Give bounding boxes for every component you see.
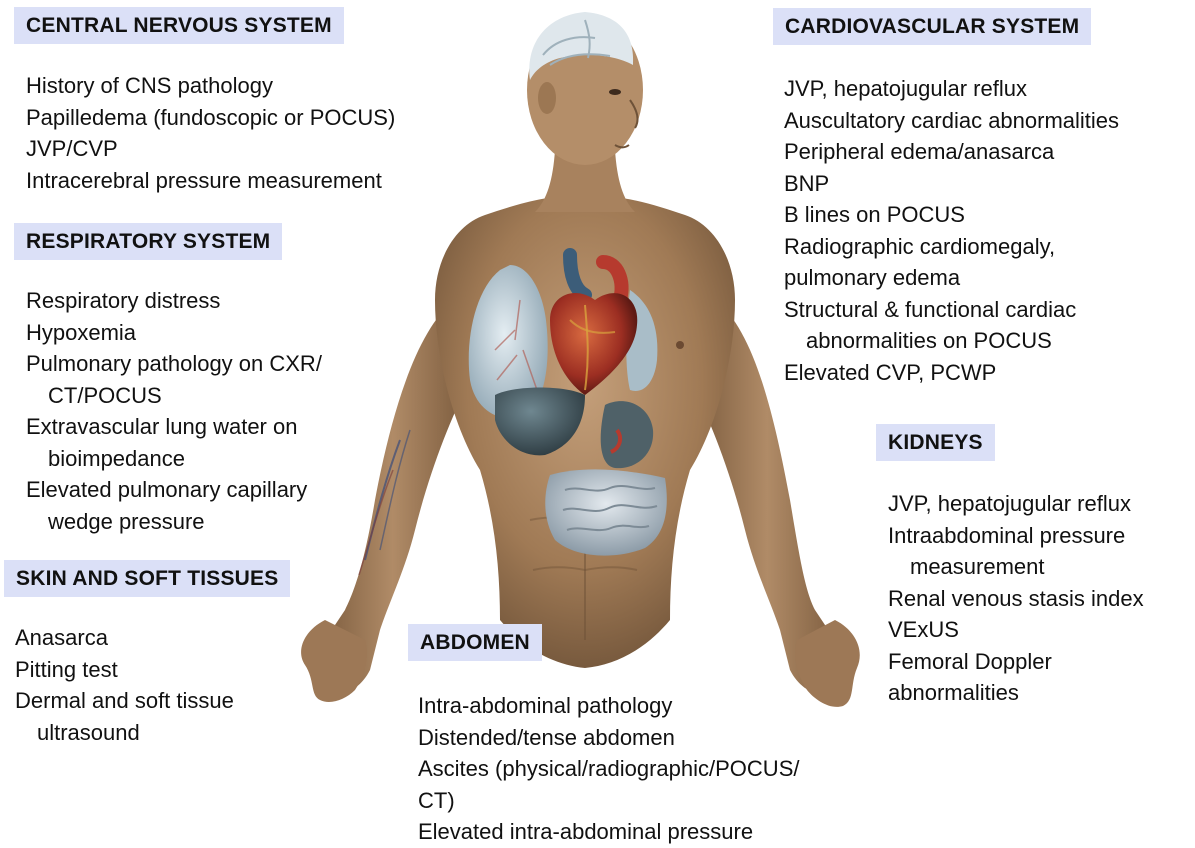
- list-item: Ascites (physical/radiographic/POCUS/: [418, 753, 799, 785]
- list-item: Intraabdominal pressure: [888, 520, 1144, 552]
- list-item: JVP/CVP: [26, 133, 395, 165]
- list-item: Hypoxemia: [26, 317, 322, 349]
- list-item: bioimpedance: [26, 443, 322, 475]
- list-item: abnormalities: [888, 677, 1144, 709]
- list-item: ultrasound: [15, 717, 234, 749]
- list-item: B lines on POCUS: [784, 199, 1119, 231]
- list-item: measurement: [888, 551, 1144, 583]
- abdomen-header: ABDOMEN: [408, 624, 542, 661]
- list-item: Distended/tense abdomen: [418, 722, 799, 754]
- list-item: Intra-abdominal pathology: [418, 690, 799, 722]
- list-item: Elevated CVP, PCWP: [784, 357, 1119, 389]
- list-item: Renal venous stasis index: [888, 583, 1144, 615]
- respiratory-list: Respiratory distress Hypoxemia Pulmonary…: [26, 285, 322, 537]
- respiratory-header: RESPIRATORY SYSTEM: [14, 223, 282, 260]
- list-item: Pulmonary pathology on CXR/: [26, 348, 322, 380]
- list-item: VExUS: [888, 614, 1144, 646]
- cns-list: History of CNS pathology Papilledema (fu…: [26, 70, 395, 196]
- list-item: CT): [418, 785, 799, 817]
- list-item: Elevated pulmonary capillary: [26, 474, 322, 506]
- list-item: Auscultatory cardiac abnormalities: [784, 105, 1119, 137]
- list-item: Anasarca: [15, 622, 234, 654]
- list-item: Elevated intra-abdominal pressure: [418, 816, 799, 848]
- list-item: Respiratory distress: [26, 285, 322, 317]
- skin-header: SKIN AND SOFT TISSUES: [4, 560, 290, 597]
- list-item: Pitting test: [15, 654, 234, 686]
- list-item: Papilledema (fundoscopic or POCUS): [26, 102, 395, 134]
- skin-list: Anasarca Pitting test Dermal and soft ti…: [15, 622, 234, 748]
- list-item: Extravascular lung water on: [26, 411, 322, 443]
- cardiovascular-header: CARDIOVASCULAR SYSTEM: [773, 8, 1091, 45]
- list-item: JVP, hepatojugular reflux: [888, 488, 1144, 520]
- list-item: BNP: [784, 168, 1119, 200]
- list-item: abnormalities on POCUS: [784, 325, 1119, 357]
- list-item: Intracerebral pressure measurement: [26, 165, 395, 197]
- list-item: CT/POCUS: [26, 380, 322, 412]
- cardiovascular-list: JVP, hepatojugular reflux Auscultatory c…: [784, 73, 1119, 388]
- list-item: Radiographic cardiomegaly,: [784, 231, 1119, 263]
- abdomen-list: Intra-abdominal pathology Distended/tens…: [418, 690, 799, 848]
- list-item: Peripheral edema/anasarca: [784, 136, 1119, 168]
- cns-header: CENTRAL NERVOUS SYSTEM: [14, 7, 344, 44]
- kidneys-header: KIDNEYS: [876, 424, 995, 461]
- list-item: JVP, hepatojugular reflux: [784, 73, 1119, 105]
- list-item: Structural & functional cardiac: [784, 294, 1119, 326]
- list-item: Femoral Doppler: [888, 646, 1144, 678]
- list-item: wedge pressure: [26, 506, 322, 538]
- list-item: Dermal and soft tissue: [15, 685, 234, 717]
- list-item: History of CNS pathology: [26, 70, 395, 102]
- list-item: pulmonary edema: [784, 262, 1119, 294]
- kidneys-list: JVP, hepatojugular reflux Intraabdominal…: [888, 488, 1144, 709]
